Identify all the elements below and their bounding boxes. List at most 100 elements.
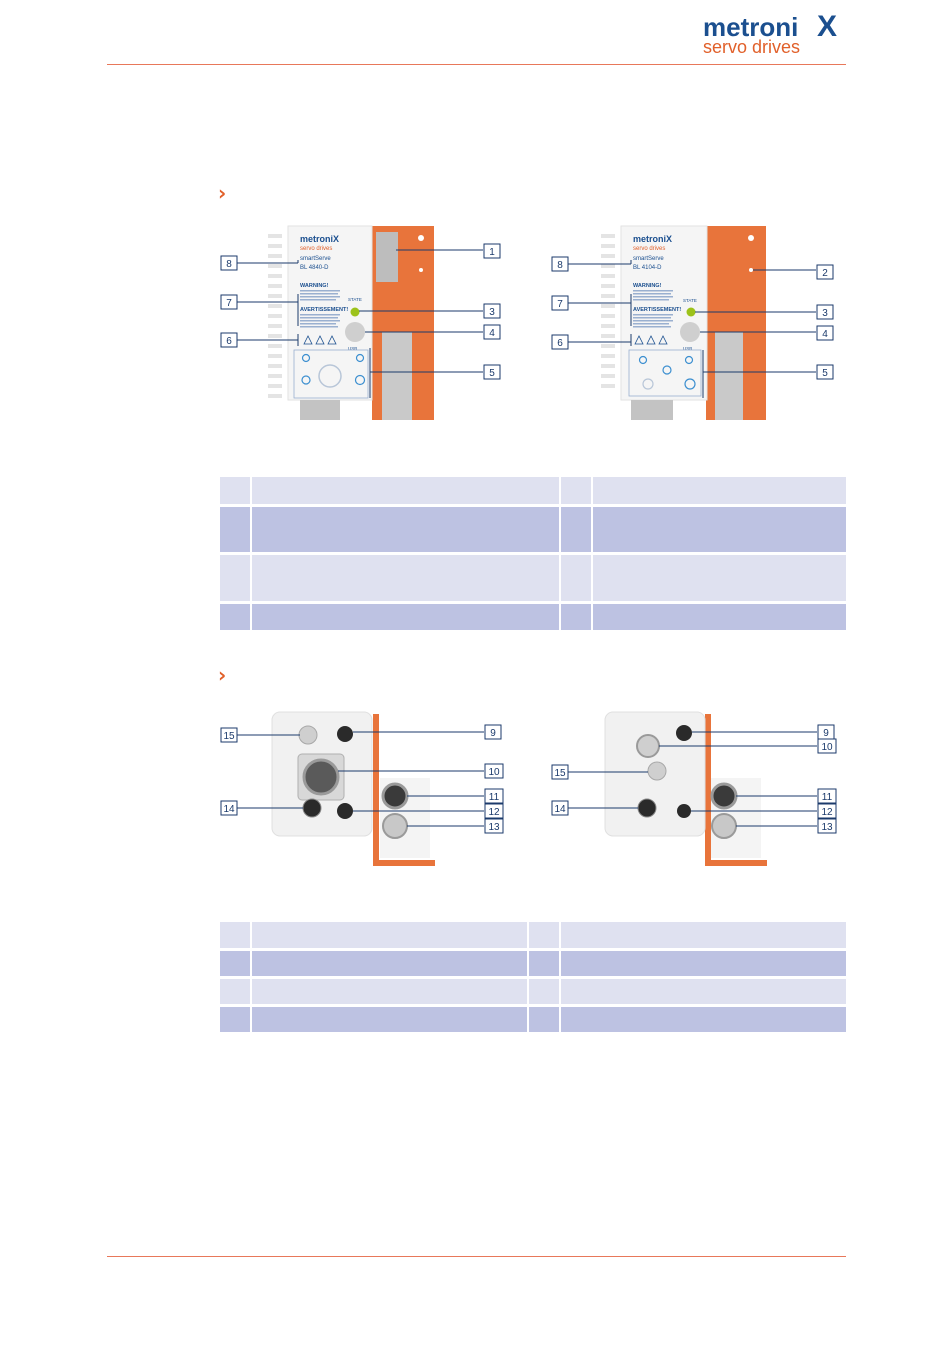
table-cell-number bbox=[220, 555, 250, 601]
callout-box-8 bbox=[551, 256, 569, 272]
callout-label: 15 bbox=[554, 768, 566, 779]
table-cell-description bbox=[561, 951, 846, 976]
state-led bbox=[686, 307, 696, 317]
mounting-hole bbox=[749, 268, 753, 272]
heatsink-block bbox=[382, 332, 412, 420]
callout-label: 12 bbox=[821, 807, 833, 818]
callout-box-14 bbox=[551, 800, 569, 816]
usb-label: USB bbox=[348, 346, 357, 351]
connector-13 bbox=[711, 813, 737, 839]
connector-10 bbox=[302, 758, 340, 796]
device-product: smartServe bbox=[633, 256, 664, 262]
callout-label: 10 bbox=[488, 767, 500, 778]
mounting-hole bbox=[418, 235, 424, 241]
front-view-legend-table bbox=[220, 474, 846, 633]
callout-label: 4 bbox=[822, 329, 828, 340]
io-connectors bbox=[638, 355, 696, 390]
table-cell-number bbox=[220, 604, 250, 630]
callout-label: 10 bbox=[821, 742, 833, 753]
callout-label: 13 bbox=[488, 822, 500, 833]
callout-box-15 bbox=[551, 764, 569, 780]
callout-box-8 bbox=[220, 255, 238, 271]
callout-box-4 bbox=[483, 324, 501, 340]
callout-label: 7 bbox=[557, 299, 563, 310]
connector-12 bbox=[337, 803, 353, 819]
callout-box-12 bbox=[817, 803, 837, 819]
device-model: BL 4840-D bbox=[300, 265, 329, 271]
header-rule bbox=[107, 64, 846, 65]
device-model: BL 4104-D bbox=[633, 265, 662, 271]
callout-label: 5 bbox=[489, 368, 495, 379]
callout-lines bbox=[236, 249, 483, 398]
table-cell-description bbox=[252, 1007, 527, 1032]
io-connector-small bbox=[642, 378, 654, 390]
callout-label: 5 bbox=[822, 368, 828, 379]
table-cell-description bbox=[252, 922, 527, 948]
mounting-hole bbox=[748, 235, 754, 241]
callout-box-11 bbox=[484, 788, 504, 804]
connector-13 bbox=[382, 813, 408, 839]
device-brand-sub: servo drives bbox=[300, 246, 332, 252]
callout-box-3 bbox=[816, 304, 834, 320]
device-warning: WARNING! bbox=[300, 283, 329, 289]
table-cell-number bbox=[529, 979, 559, 1004]
callout-label: 1 bbox=[489, 247, 495, 258]
connector-11 bbox=[381, 782, 409, 810]
cooling-fins bbox=[268, 234, 282, 398]
table-row bbox=[220, 979, 846, 1004]
table-cell-description bbox=[593, 555, 846, 601]
callout-box-3 bbox=[483, 303, 501, 319]
callout-box-7 bbox=[220, 294, 238, 310]
metronix-logo: metroni X servo drives bbox=[700, 6, 846, 58]
io-panel bbox=[628, 349, 702, 397]
io-panel bbox=[293, 349, 369, 399]
cooling-fins bbox=[601, 234, 615, 388]
table-cell-number bbox=[529, 922, 559, 948]
drive-housing bbox=[287, 225, 373, 401]
connector-10 bbox=[636, 734, 660, 758]
device-brand-sub: servo drives bbox=[633, 246, 665, 252]
avert-text-lines bbox=[633, 314, 673, 328]
table-cell-description bbox=[252, 507, 559, 552]
callout-label: 11 bbox=[822, 792, 833, 803]
connector-15 bbox=[298, 725, 318, 745]
table-cell-description bbox=[561, 979, 846, 1004]
table-row bbox=[220, 604, 846, 630]
table-cell-number bbox=[561, 507, 591, 552]
callout-label: 12 bbox=[488, 807, 500, 818]
callout-label: 13 bbox=[821, 822, 833, 833]
section-marker-front: › bbox=[218, 181, 227, 205]
table-row bbox=[220, 477, 846, 504]
callout-box-9 bbox=[484, 724, 502, 740]
bottom-connector bbox=[300, 400, 340, 420]
callout-label: 3 bbox=[822, 308, 828, 319]
device-avertissement: AVERTISSEMENT! bbox=[633, 307, 681, 313]
callout-label: 14 bbox=[223, 804, 235, 815]
bottom-connector bbox=[631, 400, 673, 420]
table-cell-number bbox=[561, 555, 591, 601]
connector-1 bbox=[376, 232, 398, 282]
connector-14 bbox=[302, 798, 322, 818]
callout-box-4 bbox=[816, 325, 834, 341]
table-cell-description bbox=[252, 477, 559, 504]
callout-label: 14 bbox=[554, 804, 566, 815]
callout-box-13 bbox=[817, 818, 837, 834]
table-cell-number bbox=[561, 604, 591, 630]
callout-box-15 bbox=[220, 727, 238, 743]
table-row bbox=[220, 555, 846, 601]
table-cell-number bbox=[220, 979, 250, 1004]
table-cell-number bbox=[220, 1007, 250, 1032]
connector-9 bbox=[337, 726, 353, 742]
callout-box-10 bbox=[484, 763, 504, 779]
callout-lines bbox=[237, 731, 484, 827]
callout-lines bbox=[567, 260, 816, 398]
usb-cover bbox=[680, 322, 700, 342]
device-brand: metroniX bbox=[300, 234, 339, 244]
callout-label: 15 bbox=[223, 731, 235, 742]
table-cell-description bbox=[593, 477, 846, 504]
table-cell-number bbox=[529, 951, 559, 976]
connector-14 bbox=[637, 798, 657, 818]
table-cell-description bbox=[252, 951, 527, 976]
callout-label: 8 bbox=[557, 260, 563, 271]
callout-box-6 bbox=[551, 334, 569, 350]
